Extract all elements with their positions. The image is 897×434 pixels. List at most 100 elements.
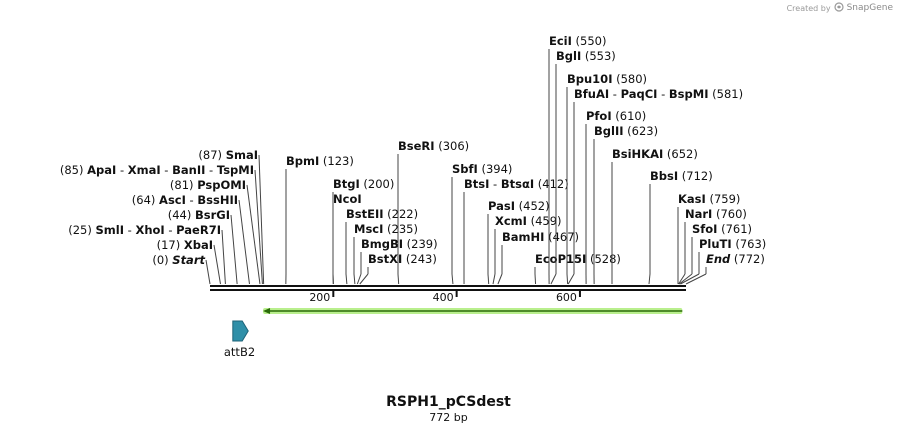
- site-leader-line: [492, 273, 496, 285]
- site-label-text: PfoI (610): [586, 109, 646, 123]
- site-label-right: BstXI (243): [359, 252, 437, 285]
- site-label-left: (25) SmlI - XhoI - PaeR7I: [68, 223, 226, 285]
- credit-prefix: Created by: [786, 3, 831, 13]
- site-label-text: BamHI (467): [502, 230, 579, 244]
- site-label-right: BpmI (123): [285, 154, 354, 285]
- site-leader-line: [353, 273, 356, 285]
- site-label-right: KasI (759): [677, 192, 740, 285]
- site-leader-line: [648, 273, 651, 285]
- ruler-tick-label: 200: [309, 291, 330, 304]
- credit-brand: SnapGene: [846, 3, 893, 13]
- site-label-right: SfoI (761): [678, 222, 752, 285]
- snapgene-credit: Created by SnapGene: [787, 2, 893, 14]
- site-label-right: BsiHKAI (652): [611, 147, 698, 285]
- site-label-text: XcmI (459): [495, 214, 562, 228]
- site-leader-line: [680, 273, 700, 285]
- site-label-right: BglI (553): [550, 49, 616, 285]
- site-label-text: EcoP15I (528): [535, 252, 621, 266]
- site-label-right: XcmI (459): [492, 214, 562, 285]
- site-label-right: BseRI (306): [397, 139, 469, 285]
- plasmid-length: 772 bp: [429, 411, 468, 424]
- feature-arrow-head: [263, 308, 271, 314]
- site-label-text: BtsI - BtsαI (412): [464, 177, 569, 191]
- site-label-text: (85) ApaI - XmaI - BanII - TspMI: [60, 163, 254, 177]
- site-label-text: BbsI (712): [650, 169, 713, 183]
- site-label-left: (81) PspOMI: [170, 178, 261, 285]
- site-label-text: Bpu10I (580): [567, 72, 647, 86]
- site-label-text: BtgI (200): [333, 177, 394, 191]
- snapgene-logo-icon: [833, 2, 844, 14]
- site-leader-line: [246, 184, 261, 285]
- feature-attB2-arrow: [232, 320, 249, 342]
- site-label-right: PfoI (610): [585, 109, 646, 285]
- site-label-text: (87) SmaI: [198, 148, 258, 162]
- site-label-right: EcoP15I (528): [534, 252, 621, 285]
- site-label-right: EciI (550): [548, 34, 607, 285]
- site-label-left: (44) BsrGI: [168, 208, 238, 285]
- site-leader-line: [238, 199, 250, 285]
- site-label-right: Bpu10I (580): [566, 72, 647, 285]
- site-label-text: MscI (235): [354, 222, 418, 236]
- site-label-text: BglII (623): [594, 124, 658, 138]
- site-leader-line: [678, 273, 693, 285]
- site-label-text: EciI (550): [549, 34, 607, 48]
- site-leader-line: [221, 229, 226, 285]
- site-label-text: (25) SmlI - XhoI - PaeR7I: [68, 223, 221, 237]
- site-leader-line: [356, 273, 362, 285]
- site-leader-line: [678, 273, 686, 285]
- site-leader-line: [359, 273, 369, 285]
- site-label-text: BstEII (222): [346, 207, 418, 221]
- plasmid-name: RSPH1_pCSdest: [386, 394, 511, 410]
- feature-attB2-label: attB2: [224, 345, 255, 359]
- site-label-left: (64) AscI - BssHII: [132, 193, 250, 285]
- site-label-right: PasI (452): [487, 199, 550, 285]
- site-label-right: BtsI - BtsαI (412): [463, 177, 569, 285]
- site-label-left: (87) SmaI: [198, 148, 265, 285]
- site-leader-line: [213, 244, 221, 285]
- site-leader-line: [534, 273, 537, 285]
- site-label-text: NcoI: [333, 192, 362, 206]
- site-leader-line: [685, 273, 707, 285]
- site-label-right: BglII (623): [593, 124, 658, 285]
- site-label-right: BbsI (712): [648, 169, 713, 285]
- site-label-text: BpmI (123): [286, 154, 354, 168]
- site-label-text: PasI (452): [488, 199, 550, 213]
- site-leader-line: [258, 154, 265, 285]
- site-label-text: BseRI (306): [398, 139, 469, 153]
- site-label-text: (64) AscI - BssHII: [132, 193, 238, 207]
- site-label-right: BstEII (222): [345, 207, 418, 285]
- site-label-text: PluTI (763): [699, 237, 766, 251]
- site-leader-line: [566, 273, 569, 285]
- site-label-text: NarI (760): [685, 207, 747, 221]
- site-label-text: (44) BsrGI: [168, 208, 230, 222]
- site-label-text: SfoI (761): [692, 222, 752, 236]
- site-label-text: End (772): [706, 252, 765, 266]
- site-label-text: BsiHKAI (652): [612, 147, 698, 161]
- site-label-text: KasI (759): [678, 192, 740, 206]
- site-label-text: BmgBI (239): [361, 237, 438, 251]
- site-label-right: PluTI (763): [680, 237, 766, 285]
- site-leader-line: [230, 214, 238, 285]
- site-label-right: BamHI (467): [497, 230, 579, 285]
- site-label-text: BfuAI - PaqCI - BspMI (581): [574, 87, 743, 101]
- site-leader-line: [497, 273, 503, 285]
- site-label-text: (81) PspOMI: [170, 178, 246, 192]
- site-leader-line: [345, 273, 348, 285]
- site-label-text: SbfI (394): [452, 162, 512, 176]
- site-label-left: (17) XbaI: [157, 238, 221, 285]
- site-leader-line: [487, 273, 490, 285]
- site-label-text: (0) Start: [152, 253, 205, 267]
- ruler-tick-label: 600: [556, 291, 577, 304]
- site-leader-line: [451, 273, 454, 285]
- site-leader-line: [550, 273, 557, 285]
- site-leader-line: [205, 259, 211, 285]
- site-label-text: BstXI (243): [368, 252, 437, 266]
- site-label-right: MscI (235): [353, 222, 418, 285]
- site-label-right: NarI (760): [678, 207, 747, 285]
- ruler-tick-label: 400: [433, 291, 454, 304]
- site-leader-line: [254, 169, 263, 285]
- site-label-left: (85) ApaI - XmaI - BanII - TspMI: [60, 163, 263, 285]
- site-label-left: (0) Start: [152, 253, 211, 285]
- site-label-right: SbfI (394): [451, 162, 512, 285]
- site-leader-line: [567, 273, 575, 285]
